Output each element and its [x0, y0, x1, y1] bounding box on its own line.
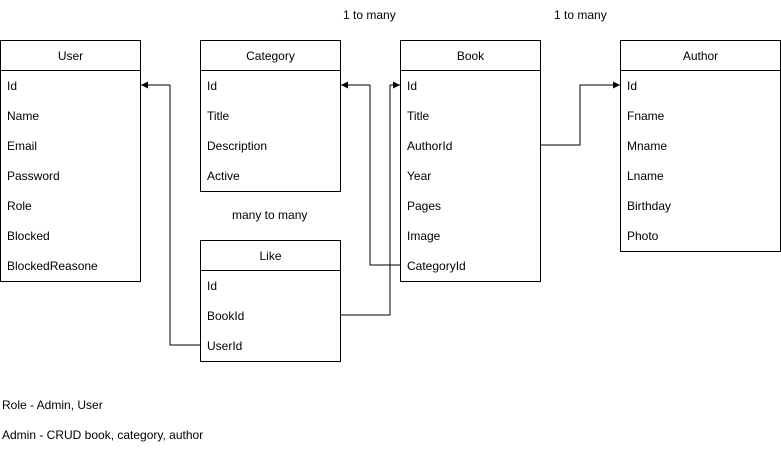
entity-book[interactable]: Book Id Title AuthorId Year Pages Image …	[400, 40, 541, 282]
field-category-description: Description	[207, 139, 268, 153]
field-category-id: Id	[207, 79, 218, 93]
connector-book-category	[341, 81, 400, 266]
entity-author-title: Author	[621, 41, 780, 71]
field-author-photo: Photo	[627, 229, 659, 243]
entity-category-title: Category	[201, 41, 340, 71]
field-user-role: Role	[7, 199, 32, 213]
entity-book-title: Book	[401, 41, 540, 71]
field-author-mname: Mname	[627, 139, 668, 153]
field-book-categoryid: CategoryId	[407, 259, 466, 273]
field-author-id: Id	[627, 79, 638, 93]
field-like-bookid: BookId	[207, 309, 245, 323]
field-user-email: Email	[7, 139, 38, 153]
field-like-userid: UserId	[207, 339, 243, 353]
field-book-authorid: AuthorId	[407, 139, 453, 153]
field-book-image: Image	[407, 229, 441, 243]
field-author-birthday: Birthday	[627, 199, 672, 213]
relation-label-like: many to many	[232, 208, 308, 222]
note-admin: Admin - CRUD book, category, author	[2, 428, 204, 442]
connector-book-author	[541, 81, 620, 146]
entity-user[interactable]: User Id Name Email Password Role Blocked…	[0, 40, 141, 282]
connector-like-book	[341, 81, 400, 316]
relation-label-book-author: 1 to many	[554, 8, 607, 22]
field-book-pages: Pages	[407, 199, 442, 213]
field-book-title: Title	[407, 109, 430, 123]
connector-like-user	[141, 81, 200, 346]
field-author-lname: Lname	[627, 169, 664, 183]
entity-author[interactable]: Author Id Fname Mname Lname Birthday Pho…	[620, 40, 781, 252]
field-book-id: Id	[407, 79, 418, 93]
field-book-year: Year	[407, 169, 432, 183]
field-like-id: Id	[207, 279, 218, 293]
entity-user-title: User	[1, 41, 140, 71]
field-user-blockedreasone: BlockedReasone	[7, 259, 98, 273]
field-user-password: Password	[7, 169, 60, 183]
field-user-blocked: Blocked	[7, 229, 50, 243]
relation-label-category-book: 1 to many	[343, 8, 396, 22]
note-roles: Role - Admin, User	[2, 398, 103, 412]
field-category-title: Title	[207, 109, 230, 123]
field-user-name: Name	[7, 109, 40, 123]
field-user-id: Id	[7, 79, 18, 93]
entity-like-title: Like	[201, 241, 340, 271]
field-author-fname: Fname	[627, 109, 665, 123]
field-category-active: Active	[207, 169, 240, 183]
entity-category[interactable]: Category Id Title Description Active	[200, 40, 341, 192]
entity-like[interactable]: Like Id BookId UserId	[200, 240, 341, 362]
